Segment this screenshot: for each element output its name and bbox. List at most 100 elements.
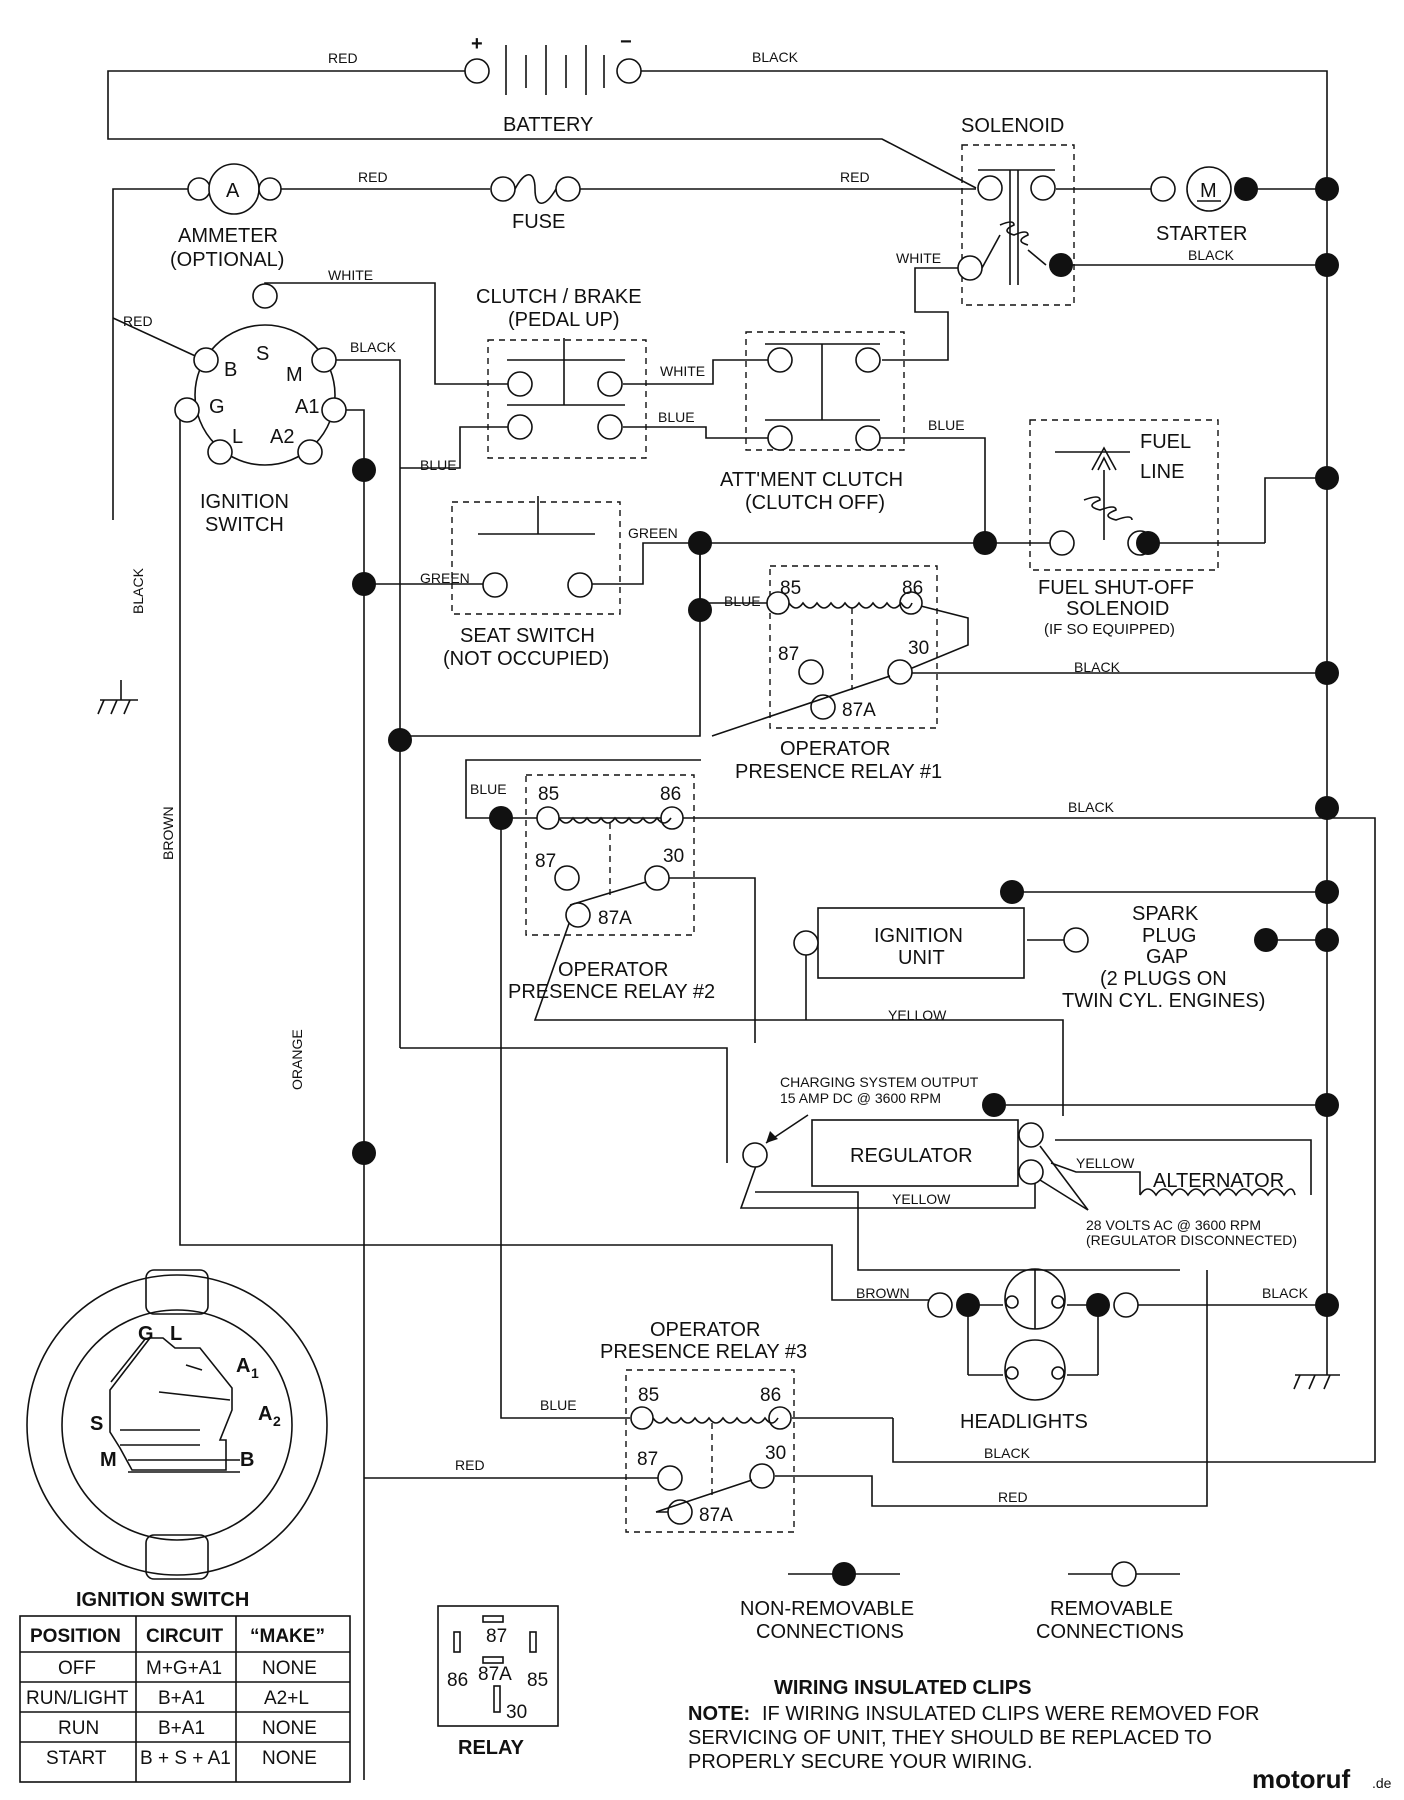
connection-legend: NON-REMOVABLE CONNECTIONS REMOVABLE CONN… <box>740 1561 1184 1643</box>
grounds <box>97 699 1340 1390</box>
table-cell-2-0: RUN <box>58 1718 99 1739</box>
ignition-switch: B S M G L A1 A2 IGNITION SWITCH <box>174 283 347 536</box>
wire-white-3: WHITE <box>660 363 705 379</box>
alternator: ALTERNATOR 28 VOLTS AC @ 3600 RPM (REGUL… <box>1039 1145 1297 1248</box>
wire-blue-4: BLUE <box>724 593 761 609</box>
spark-label-3: GAP <box>1146 946 1188 968</box>
r2-85: 85 <box>538 784 559 805</box>
alternator-label: ALTERNATOR <box>1153 1170 1284 1192</box>
legend-removable-2: CONNECTIONS <box>1036 1621 1184 1643</box>
r3-85: 85 <box>638 1385 659 1406</box>
spark-label-2: PLUG <box>1142 925 1196 947</box>
legend-non-removable-dot <box>832 1562 856 1586</box>
ign-unit-label-1: IGNITION <box>874 925 963 947</box>
fuel-sol-label-2: SOLENOID <box>1066 598 1169 620</box>
legend-non-removable-2: CONNECTIONS <box>756 1621 904 1643</box>
r1-87: 87 <box>778 644 799 665</box>
spark-label-5: TWIN CYL. ENGINES) <box>1062 990 1265 1012</box>
table-cell-1-0: RUN/LIGHT <box>26 1688 129 1709</box>
r3-87: 87 <box>637 1449 658 1470</box>
note-line-3: PROPERLY SECURE YOUR WIRING. <box>688 1751 1033 1773</box>
r3-30: 30 <box>765 1443 786 1464</box>
wire-yellow-2: YELLOW <box>1076 1155 1135 1171</box>
solenoid: SOLENOID <box>957 115 1075 306</box>
face-a2: A <box>258 1403 272 1425</box>
alternator-note-1: 28 VOLTS AC @ 3600 RPM <box>1086 1217 1261 1233</box>
ignition-unit: IGNITION UNIT SPARK PLUG GAP (2 PLUGS ON… <box>793 903 1265 1012</box>
face-b: B <box>240 1449 254 1471</box>
wire-black-7: BLACK <box>984 1445 1031 1461</box>
r1-30: 30 <box>908 638 929 659</box>
r1-87a: 87A <box>842 700 876 721</box>
table-title: IGNITION SWITCH <box>76 1589 249 1611</box>
ammeter-optional: (OPTIONAL) <box>170 249 284 271</box>
att-clutch-label-2: (CLUTCH OFF) <box>745 492 885 514</box>
relay-sym-label: RELAY <box>458 1737 525 1759</box>
spark-label-4: (2 PLUGS ON <box>1100 968 1227 990</box>
alternator-note-2: (REGULATOR DISCONNECTED) <box>1086 1232 1297 1248</box>
wire-yellow-3: YELLOW <box>892 1191 951 1207</box>
wire-red-5: RED <box>455 1457 485 1473</box>
legend-non-removable-1: NON-REMOVABLE <box>740 1598 914 1620</box>
relay3-label-1: OPERATOR <box>650 1319 760 1341</box>
ign-term-b: B <box>224 359 237 381</box>
wire-white-1: WHITE <box>328 267 373 283</box>
table-cell-1-1: B+A1 <box>158 1688 205 1709</box>
table-cell-3-2: NONE <box>262 1748 317 1769</box>
clutch-brake-label-1: CLUTCH / BRAKE <box>476 286 642 308</box>
headlights: HEADLIGHTS <box>927 1268 1139 1433</box>
watermark-logo: motoruf .de <box>1252 1764 1392 1794</box>
table-header-make: “MAKE” <box>250 1626 325 1647</box>
spark-label-1: SPARK <box>1132 903 1199 925</box>
ignition-switch-table: IGNITION SWITCH POSITION CIRCUIT “MAKE” … <box>19 1589 351 1783</box>
wire-blue-6: BLUE <box>540 1397 577 1413</box>
seat-switch: SEAT SWITCH (NOT OCCUPIED) <box>443 496 621 670</box>
face-a1-sub: 1 <box>251 1365 259 1381</box>
face-l: L <box>170 1323 182 1345</box>
attachment-clutch-switch: ATT'MENT CLUTCH (CLUTCH OFF) <box>720 331 905 514</box>
charging-note-2: 15 AMP DC @ 3600 RPM <box>780 1090 941 1106</box>
table-cell-2-1: B+A1 <box>158 1718 205 1739</box>
ammeter-label: AMMETER <box>178 225 278 247</box>
face-m: M <box>100 1449 117 1471</box>
fuel-sol-label-1: FUEL SHUT-OFF <box>1038 577 1194 599</box>
seat-switch-label-2: (NOT OCCUPIED) <box>443 648 609 670</box>
wire-red-3: RED <box>840 169 870 185</box>
battery-plus: + <box>471 33 483 55</box>
fuse-label: FUSE <box>512 211 565 233</box>
clutch-brake-switch: CLUTCH / BRAKE (PEDAL UP) <box>476 286 647 459</box>
table-cell-0-1: M+G+A1 <box>146 1658 222 1679</box>
relay-3: 85 86 87 30 87A OPERATOR PRESENCE RELAY … <box>600 1319 807 1533</box>
ignition-switch-face: G L A 1 A 2 S M B <box>26 1269 328 1580</box>
wires <box>107 70 1376 1780</box>
battery-label: BATTERY <box>503 114 593 136</box>
ammeter-symbol: A <box>226 180 240 202</box>
r3-86: 86 <box>760 1385 781 1406</box>
ign-term-m: M <box>286 364 303 386</box>
wire-blue-2: BLUE <box>658 409 695 425</box>
fuel-shutoff-solenoid: FUEL LINE FUEL SHUT-OFF SOLENOID (IF SO … <box>1029 419 1219 638</box>
relay-sym-85: 85 <box>527 1670 548 1691</box>
legend-removable-dot <box>1111 1561 1137 1587</box>
table-header-circuit: CIRCUIT <box>146 1626 223 1647</box>
relay-sym-87: 87 <box>486 1626 507 1647</box>
r3-87a: 87A <box>699 1505 733 1526</box>
starter-symbol: M <box>1200 180 1217 202</box>
wire-blue-5: BLUE <box>470 781 507 797</box>
relay-symbol: 87 87A 86 85 30 RELAY <box>437 1605 559 1759</box>
r1-86: 86 <box>902 578 923 599</box>
relay3-label-2: PRESENCE RELAY #3 <box>600 1341 807 1363</box>
wire-red-4: RED <box>123 313 153 329</box>
starter-label: STARTER <box>1156 223 1248 245</box>
battery-minus: − <box>620 31 632 53</box>
relay-1: 85 86 87 30 87A OPERATOR PRESENCE RELAY … <box>711 565 942 783</box>
wire-green-1: GREEN <box>628 525 678 541</box>
face-a2-sub: 2 <box>273 1413 281 1429</box>
relay-sym-86: 86 <box>447 1670 468 1691</box>
ammeter: A AMMETER (OPTIONAL) <box>170 163 284 271</box>
ign-term-a1: A1 <box>295 396 319 418</box>
ign-term-g: G <box>209 396 225 418</box>
note-line-2: SERVICING OF UNIT, THEY SHOULD BE REPLAC… <box>688 1727 1212 1749</box>
fuel-sol-label-3: (IF SO EQUIPPED) <box>1044 621 1175 638</box>
starter: M STARTER <box>1150 166 1258 245</box>
